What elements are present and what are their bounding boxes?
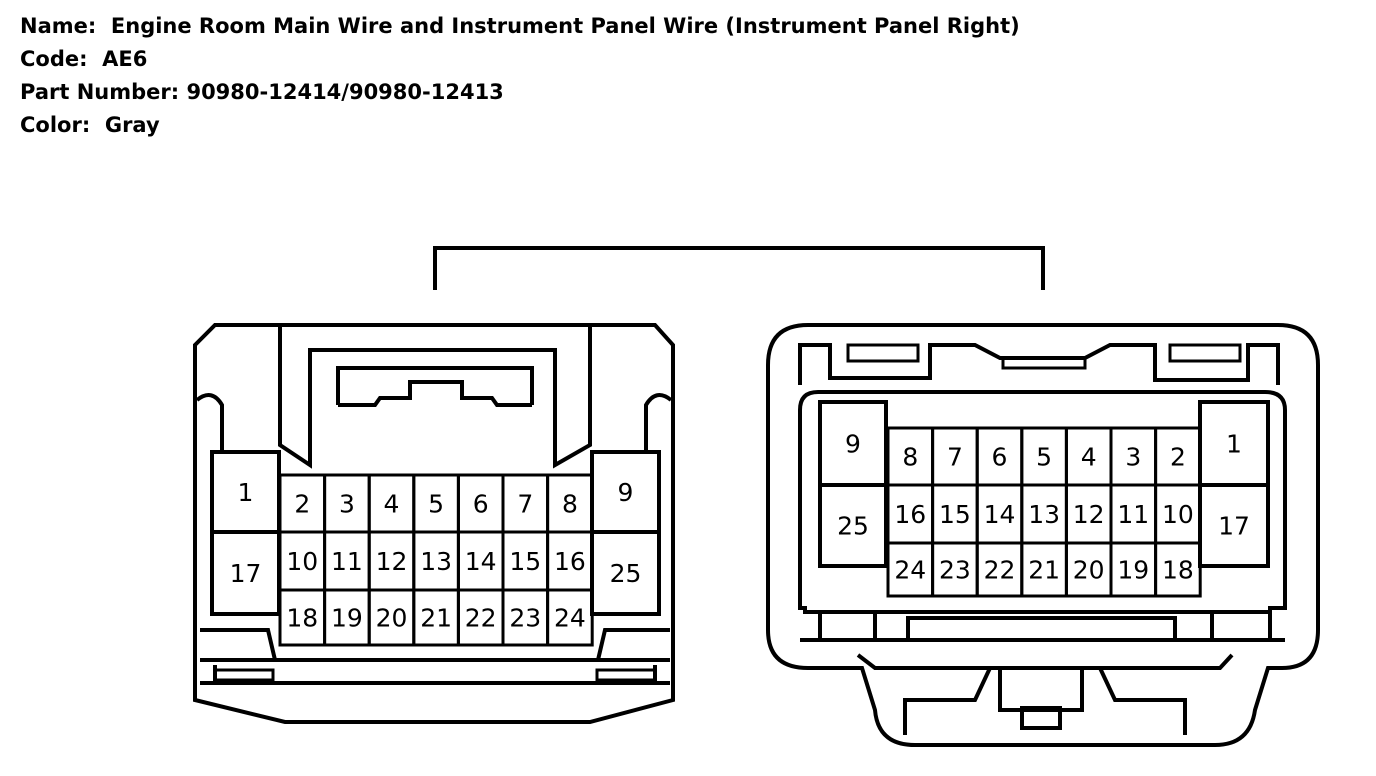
right-pin-1-number: 1 — [1226, 430, 1242, 459]
right-pin-23-number: 23 — [939, 556, 971, 585]
left-shoulder-left — [195, 393, 224, 452]
part-number-line: Part Number: 90980-12414/90980-12413 — [20, 76, 1020, 109]
right-pin-11-number: 11 — [1117, 500, 1149, 529]
left-pin-18-number: 18 — [286, 604, 318, 633]
name-label: Name: — [20, 14, 97, 38]
right-pin-15-number: 15 — [939, 500, 971, 529]
left-latch-frame — [278, 325, 592, 469]
left-pin-10-number: 10 — [286, 547, 318, 576]
color-label: Color: — [20, 113, 91, 137]
left-pin-11-number: 11 — [331, 547, 363, 576]
left-pin-1-number: 1 — [238, 478, 254, 507]
right-bottom-slot — [818, 610, 1272, 640]
left-pin-15-number: 15 — [509, 547, 541, 576]
right-pin-5-number: 5 — [1036, 443, 1052, 472]
right-pin-20-number: 20 — [1073, 556, 1105, 585]
left-pin-12-number: 12 — [376, 547, 408, 576]
left-pin-24-number: 24 — [554, 604, 586, 633]
right-bottom-lock — [903, 667, 1187, 735]
right-pin-17-number: 17 — [1218, 512, 1250, 541]
left-pin-5-number: 5 — [428, 490, 444, 519]
left-pin-14-number: 14 — [465, 547, 497, 576]
right-pin-2-number: 2 — [1170, 443, 1186, 472]
right-pin-10-number: 10 — [1162, 500, 1194, 529]
right-pin-3-number: 3 — [1125, 443, 1141, 472]
code-value: AE6 — [102, 47, 148, 71]
right-pin-21-number: 21 — [1028, 556, 1060, 585]
left-pin-21-number: 21 — [420, 604, 452, 633]
right-pin-17-cavity — [1198, 483, 1270, 568]
right-housing-outline — [766, 323, 1320, 747]
left-shoulder-right — [644, 393, 673, 452]
right-pin-9-number: 9 — [845, 430, 861, 459]
left-pin-23-number: 23 — [509, 604, 541, 633]
right-pin-18-cavity — [1154, 541, 1202, 598]
part-number-value: 90980-12414/90980-12413 — [186, 80, 504, 104]
left-pin-22-number: 22 — [465, 604, 497, 633]
right-pin-25-cavity — [818, 483, 888, 568]
left-pin-24-cavity — [546, 588, 594, 647]
color-line: Color: Gray — [20, 109, 1020, 142]
left-pin-9-number: 9 — [618, 478, 634, 507]
right-pin-16-number: 16 — [894, 500, 926, 529]
right-pin-22-number: 22 — [984, 556, 1016, 585]
left-latch-tab — [338, 380, 532, 407]
left-pin-7-number: 7 — [517, 490, 533, 519]
left-pin-25-number: 25 — [610, 559, 642, 588]
right-pin-8-number: 8 — [902, 443, 918, 472]
name-value: Engine Room Main Wire and Instrument Pan… — [110, 14, 1020, 38]
right-pin-4-number: 4 — [1081, 443, 1097, 472]
right-top-rib — [798, 343, 1280, 385]
right-pin-25-number: 25 — [837, 512, 869, 541]
connector-info: Name: Engine Room Main Wire and Instrume… — [20, 10, 1020, 142]
part-number-label: Part Number: — [20, 80, 180, 104]
left-pin-8-number: 8 — [562, 490, 578, 519]
left-pin-20-number: 20 — [376, 604, 408, 633]
right-pin-24-number: 24 — [894, 556, 926, 585]
left-pin-17-cavity — [210, 530, 281, 616]
right-pin-7-number: 7 — [947, 443, 963, 472]
left-pin-16-number: 16 — [554, 547, 586, 576]
right-pin-14-number: 14 — [984, 500, 1016, 529]
left-pin-6-number: 6 — [473, 490, 489, 519]
left-pin-19-number: 19 — [331, 604, 363, 633]
color-value: Gray — [104, 113, 160, 137]
right-pin-13-number: 13 — [1028, 500, 1060, 529]
left-pin-3-number: 3 — [339, 490, 355, 519]
left-pin-13-number: 13 — [420, 547, 452, 576]
left-pin-17-number: 17 — [230, 559, 262, 588]
right-pin-6-number: 6 — [992, 443, 1008, 472]
code-label: Code: — [20, 47, 88, 71]
pairing-bracket — [433, 246, 1045, 290]
left-latch-inner — [336, 366, 534, 405]
left-pin-4-number: 4 — [384, 490, 400, 519]
right-inner-body — [798, 390, 1287, 614]
right-pin-12-number: 12 — [1073, 500, 1105, 529]
right-pin-18-number: 18 — [1162, 556, 1194, 585]
code-line: Code: AE6 — [20, 43, 1020, 76]
left-housing-outline — [193, 323, 675, 724]
right-pin-19-number: 19 — [1117, 556, 1149, 585]
left-pin-25-cavity — [590, 530, 661, 616]
name-line: Name: Engine Room Main Wire and Instrume… — [20, 10, 1020, 43]
left-pin-2-number: 2 — [294, 490, 310, 519]
